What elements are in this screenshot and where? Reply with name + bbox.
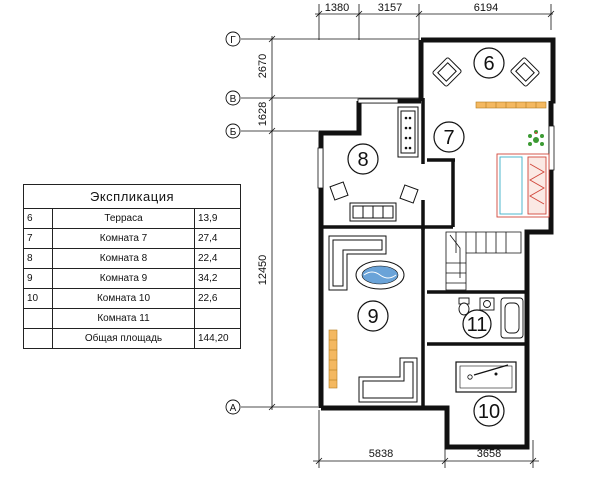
axis-markers bbox=[225, 31, 241, 415]
table-row: 7 Комната 7 27,4 bbox=[23, 228, 241, 249]
plant-icon bbox=[528, 130, 544, 146]
corner-sofa-icon bbox=[358, 357, 418, 403]
axis-label-a: А bbox=[230, 403, 237, 414]
row-area bbox=[194, 308, 241, 329]
armchair-icon bbox=[432, 57, 462, 87]
sofa-icon bbox=[397, 106, 419, 158]
dim-top-1: 1380 bbox=[325, 2, 349, 14]
stairs-icon bbox=[445, 231, 522, 291]
axis-lines bbox=[241, 38, 419, 408]
bathtub-icon bbox=[500, 297, 524, 339]
row-name: Комната 9 bbox=[52, 268, 195, 289]
row-area: 27,4 bbox=[194, 228, 241, 249]
dim-top-2: 3157 bbox=[378, 2, 402, 14]
room-label-8: 8 bbox=[357, 149, 368, 171]
dim-bottom-2: 3658 bbox=[477, 448, 501, 460]
room-label-11: 11 bbox=[467, 314, 488, 336]
row-area: 13,9 bbox=[194, 208, 241, 229]
row-area: 34,2 bbox=[194, 268, 241, 289]
dim-top-3: 6194 bbox=[474, 2, 498, 14]
row-name: Комната 8 bbox=[52, 248, 195, 269]
axis-label-b: Б bbox=[230, 127, 237, 138]
room-label-9: 9 bbox=[367, 306, 378, 328]
outer-walls bbox=[318, 37, 556, 450]
row-area: 22,4 bbox=[194, 248, 241, 269]
inner-walls bbox=[321, 98, 527, 408]
row-number: 8 bbox=[23, 248, 53, 269]
row-number bbox=[23, 328, 53, 349]
room-label-6: 6 bbox=[483, 53, 494, 75]
row-number: 10 bbox=[23, 288, 53, 309]
corner-sofa-icon bbox=[328, 235, 387, 291]
sink-icon bbox=[479, 297, 495, 311]
row-name: Общая площадь bbox=[52, 328, 195, 349]
row-name: Комната 7 bbox=[52, 228, 195, 249]
sofa-icon bbox=[349, 202, 397, 222]
axis-label-g: Г bbox=[230, 35, 236, 46]
table-row: 10 Комната 10 22,6 bbox=[23, 288, 241, 309]
row-name: Комната 11 bbox=[52, 308, 195, 329]
table-row: 8 Комната 8 22,4 bbox=[23, 248, 241, 269]
row-number: 6 bbox=[23, 208, 53, 229]
toilet-icon bbox=[458, 297, 470, 316]
billiard-table-icon bbox=[455, 361, 517, 393]
table-row: Комната 11 bbox=[23, 308, 241, 329]
room-label-7: 7 bbox=[443, 127, 454, 149]
dim-left-1: 2670 bbox=[257, 54, 269, 78]
table-row: 9 Комната 9 34,2 bbox=[23, 268, 241, 289]
dim-bottom-1: 5838 bbox=[369, 448, 393, 460]
bookshelf-icon bbox=[328, 329, 338, 389]
rug-icon bbox=[355, 260, 405, 290]
row-number: 7 bbox=[23, 228, 53, 249]
room-label-10: 10 bbox=[478, 401, 500, 423]
row-number: 9 bbox=[23, 268, 53, 289]
armchair-icon bbox=[510, 57, 540, 87]
row-area: 22,6 bbox=[194, 288, 241, 309]
row-area: 144,20 bbox=[194, 328, 241, 349]
chair-icon bbox=[329, 181, 419, 204]
shelf-icon bbox=[475, 101, 547, 109]
axis-label-v: В bbox=[230, 94, 237, 105]
dim-left-3: 12450 bbox=[257, 255, 269, 286]
row-name: Комната 10 bbox=[52, 288, 195, 309]
windows bbox=[317, 98, 555, 189]
room-markers bbox=[347, 47, 505, 427]
explication-table: Экспликация 6 Терраса 13,9 7 Комната 7 2… bbox=[23, 184, 241, 349]
table-row: Общая площадь 144,20 bbox=[23, 328, 241, 349]
table-row: 6 Терраса 13,9 bbox=[23, 208, 241, 229]
row-number bbox=[23, 308, 53, 329]
dim-left-2: 1628 bbox=[257, 102, 269, 126]
row-name: Терраса bbox=[52, 208, 195, 229]
bed-icon bbox=[496, 153, 550, 218]
explication-title: Экспликация bbox=[23, 184, 241, 209]
